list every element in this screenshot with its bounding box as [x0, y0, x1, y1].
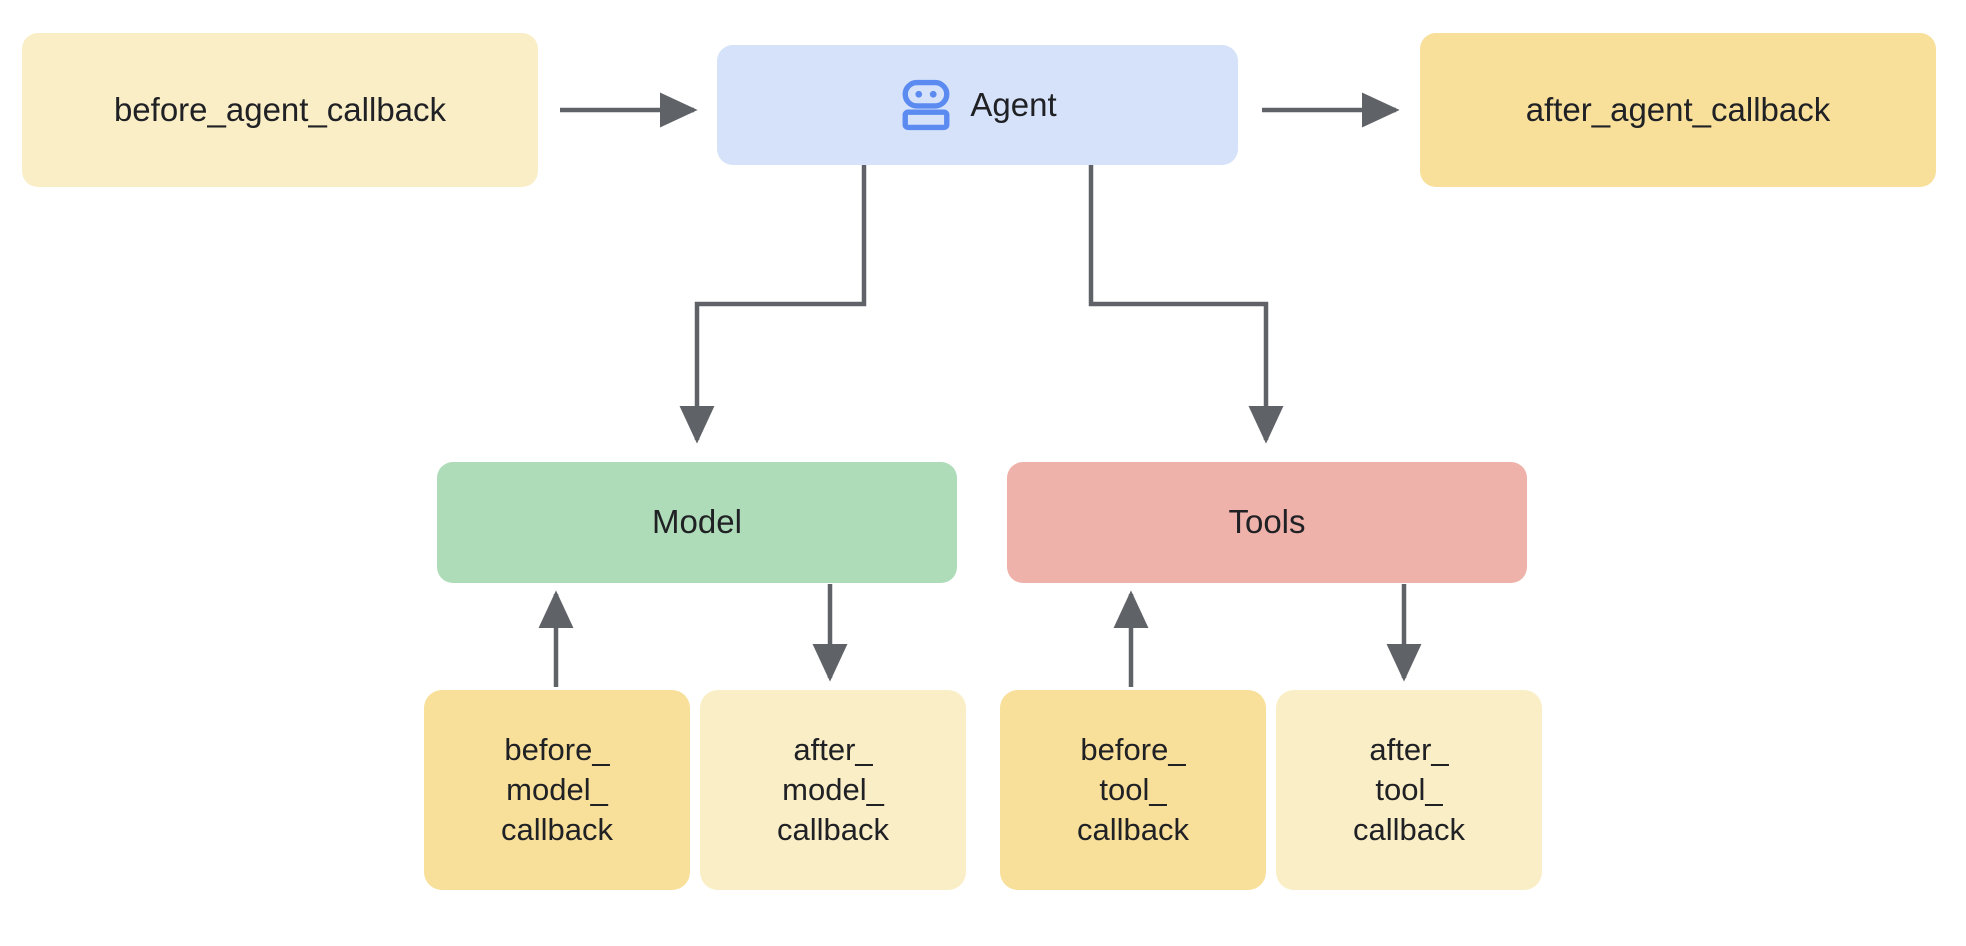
node-agent-label: Agent	[970, 85, 1057, 123]
node-before-model-callback-label: before_ model_ callback	[501, 732, 613, 847]
node-after-model-callback[interactable]: after_ model_ callback	[700, 690, 966, 890]
node-tools-label: Tools	[1228, 503, 1306, 541]
edge-agent-to-tools	[1088, 165, 1284, 444]
node-after-tool-callback-label: after_ tool_ callback	[1353, 732, 1465, 847]
node-before-tool-callback[interactable]: before_ tool_ callback	[1000, 690, 1266, 890]
node-model[interactable]: Model	[437, 462, 957, 583]
node-before-agent-callback-label: before_agent_callback	[113, 90, 447, 128]
node-model-label: Model	[652, 503, 742, 541]
robot-icon	[902, 79, 950, 131]
node-after-agent-callback-label: after_agent_callback	[1525, 90, 1831, 128]
node-after-model-callback-label: after_ model_ callback	[777, 732, 889, 847]
edge-agent-to-model	[679, 165, 867, 444]
node-tools[interactable]: Tools	[1007, 462, 1527, 583]
node-before-model-callback[interactable]: before_ model_ callback	[424, 690, 690, 890]
node-before-agent-callback[interactable]: before_agent_callback	[22, 33, 538, 187]
node-before-tool-callback-label: before_ tool_ callback	[1077, 732, 1189, 847]
agent-content: Agent	[898, 77, 1057, 133]
node-after-tool-callback[interactable]: after_ tool_ callback	[1276, 690, 1542, 890]
node-agent[interactable]: Agent	[717, 45, 1238, 165]
node-after-agent-callback[interactable]: after_agent_callback	[1420, 33, 1936, 187]
